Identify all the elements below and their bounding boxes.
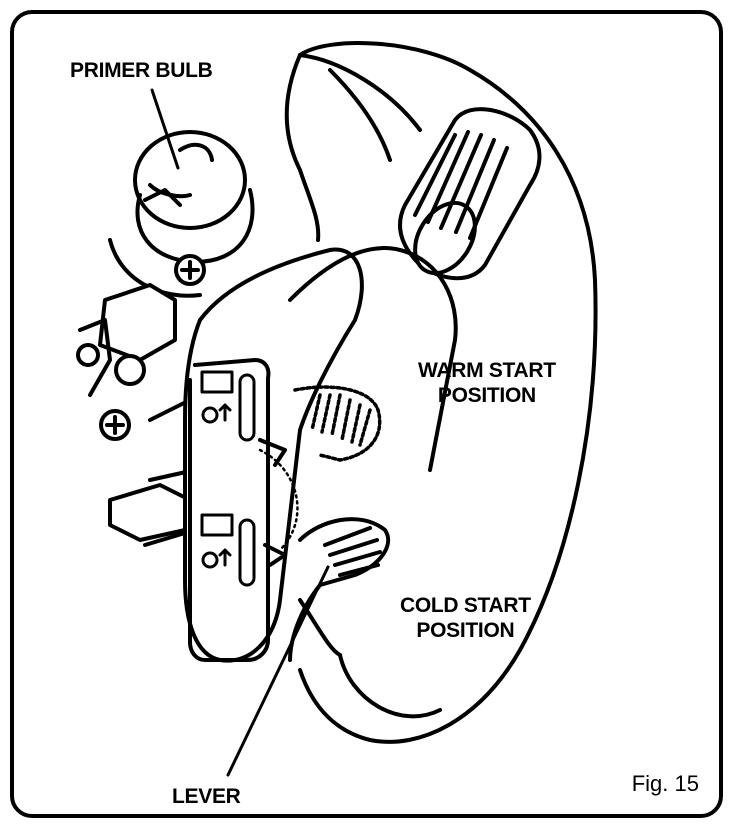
primer-bulb-leader: [150, 88, 180, 170]
lever-label: LEVER: [172, 785, 241, 808]
cold-start-line-1: COLD START: [400, 594, 531, 617]
warm-start-ghost-lever: [293, 385, 382, 462]
primer-bulb-label: PRIMER BULB: [70, 59, 213, 82]
figure-frame: [10, 10, 723, 818]
carburetor: [76, 238, 206, 547]
lever-leader: [226, 565, 330, 777]
warm-start-line-1: WARM START: [418, 359, 556, 382]
lever: [258, 438, 391, 662]
figure-number: Fig. 15: [631, 771, 699, 796]
warm-start-position-label: WARM START POSITION: [418, 358, 556, 408]
cold-start-position-label: COLD START POSITION: [400, 593, 531, 643]
side-plate: [183, 246, 458, 663]
grip-knob: [398, 107, 542, 281]
warm-start-decal-icon: [200, 370, 256, 442]
cold-start-decal-icon: [200, 513, 256, 587]
cold-start-line-2: POSITION: [416, 619, 515, 642]
primer-bulb: [133, 130, 255, 264]
warm-start-line-2: POSITION: [437, 384, 536, 407]
